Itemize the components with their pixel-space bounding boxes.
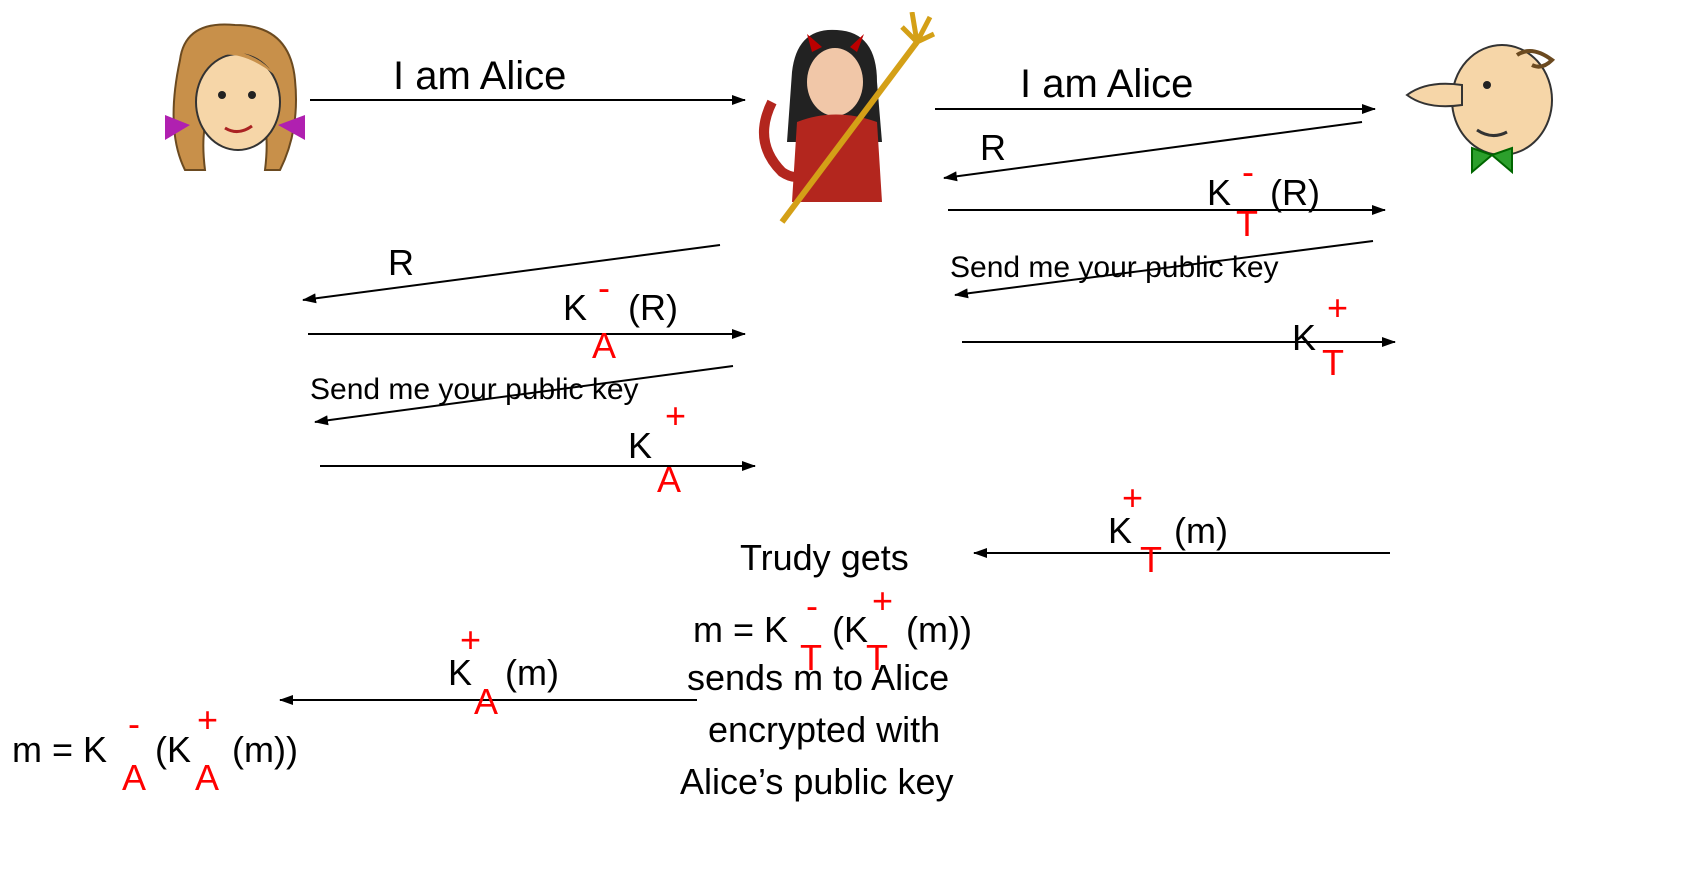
label-alice-key-k: K [563, 287, 588, 328]
label-alice-pub-sub-a: A [657, 459, 682, 500]
label-alice-iam: I am Alice [393, 54, 567, 98]
label-bob-to-trudy-r: R [980, 127, 1006, 168]
label-alice-eq-open: (K [155, 729, 191, 770]
label-alice-key-minus: - [598, 267, 610, 308]
label-alice-pub-k: K [628, 425, 653, 466]
label-trudy-key-minus: - [1242, 151, 1254, 192]
label-bob-msg-sub-t: T [1140, 539, 1162, 580]
label-trudy-pub-plus: + [1327, 287, 1349, 328]
label-trudy-eq-close: (m)) [906, 609, 972, 650]
label-alice-eq-minus: - [128, 703, 140, 744]
arrow-bob-to-trudy-sendkey [954, 240, 1374, 299]
label-alice-msg-sub-a: A [474, 681, 499, 722]
label-trudy-m-eq: m = K [693, 609, 789, 650]
label-trudy-eq-open: (K [832, 609, 868, 650]
arrow-trudy-to-alice-r [302, 244, 721, 304]
label-alice-m-eq: m = K [12, 729, 108, 770]
label-trudy-key-sub-t: T [1236, 203, 1258, 244]
label-trudy-to-alice-sendkey: Send me your public key [310, 373, 639, 406]
label-trudy-paren-r: (R) [1270, 172, 1320, 213]
label-trudy-alice-public-key: Alice’s public key [680, 761, 954, 802]
label-bob-msg-m: (m) [1174, 510, 1228, 551]
label-alice-eq-sub-a2: A [195, 757, 220, 798]
label-alice-pub-plus: + [665, 395, 687, 436]
label-trudy-key-k: K [1207, 172, 1232, 213]
bob-figure [1405, 44, 1556, 175]
trudy-figure [759, 12, 936, 224]
label-alice-eq-close: (m)) [232, 729, 298, 770]
label-trudy-to-alice-r: R [388, 242, 414, 283]
label-alice-eq-sub-a1: A [122, 757, 147, 798]
label-bob-to-trudy-sendkey: Send me your public key [950, 251, 1279, 284]
arrow-trudy-to-alice-sendkey [314, 365, 734, 426]
label-trudy-iam: I am Alice [1020, 62, 1194, 106]
label-bob-msg-plus: + [1122, 477, 1144, 518]
label-trudy-eq-plus: + [872, 580, 894, 621]
label-trudy-gets: Trudy gets [740, 537, 909, 578]
label-trudy-pub-sub-t: T [1322, 342, 1344, 383]
alice-figure [165, 23, 305, 171]
label-alice-paren-r: (R) [628, 287, 678, 328]
label-bob-msg-k: K [1108, 510, 1133, 551]
label-trudy-eq-minus: - [806, 585, 818, 626]
label-alice-key-sub-a: A [592, 325, 617, 366]
label-alice-eq-plus: + [197, 699, 219, 740]
arrow-bob-to-trudy-r [943, 121, 1363, 182]
label-alice-msg-k: K [448, 652, 473, 693]
label-trudy-sends: sends m to Alice [687, 657, 950, 698]
label-trudy-pub-k: K [1292, 317, 1317, 358]
label-alice-msg-plus: + [460, 619, 482, 660]
label-trudy-encrypted-with: encrypted with [708, 709, 941, 750]
label-trudy-eq-sub-t2: T [866, 637, 888, 678]
label-trudy-eq-sub-t1: T [800, 637, 822, 678]
label-alice-msg-m: (m) [505, 652, 559, 693]
